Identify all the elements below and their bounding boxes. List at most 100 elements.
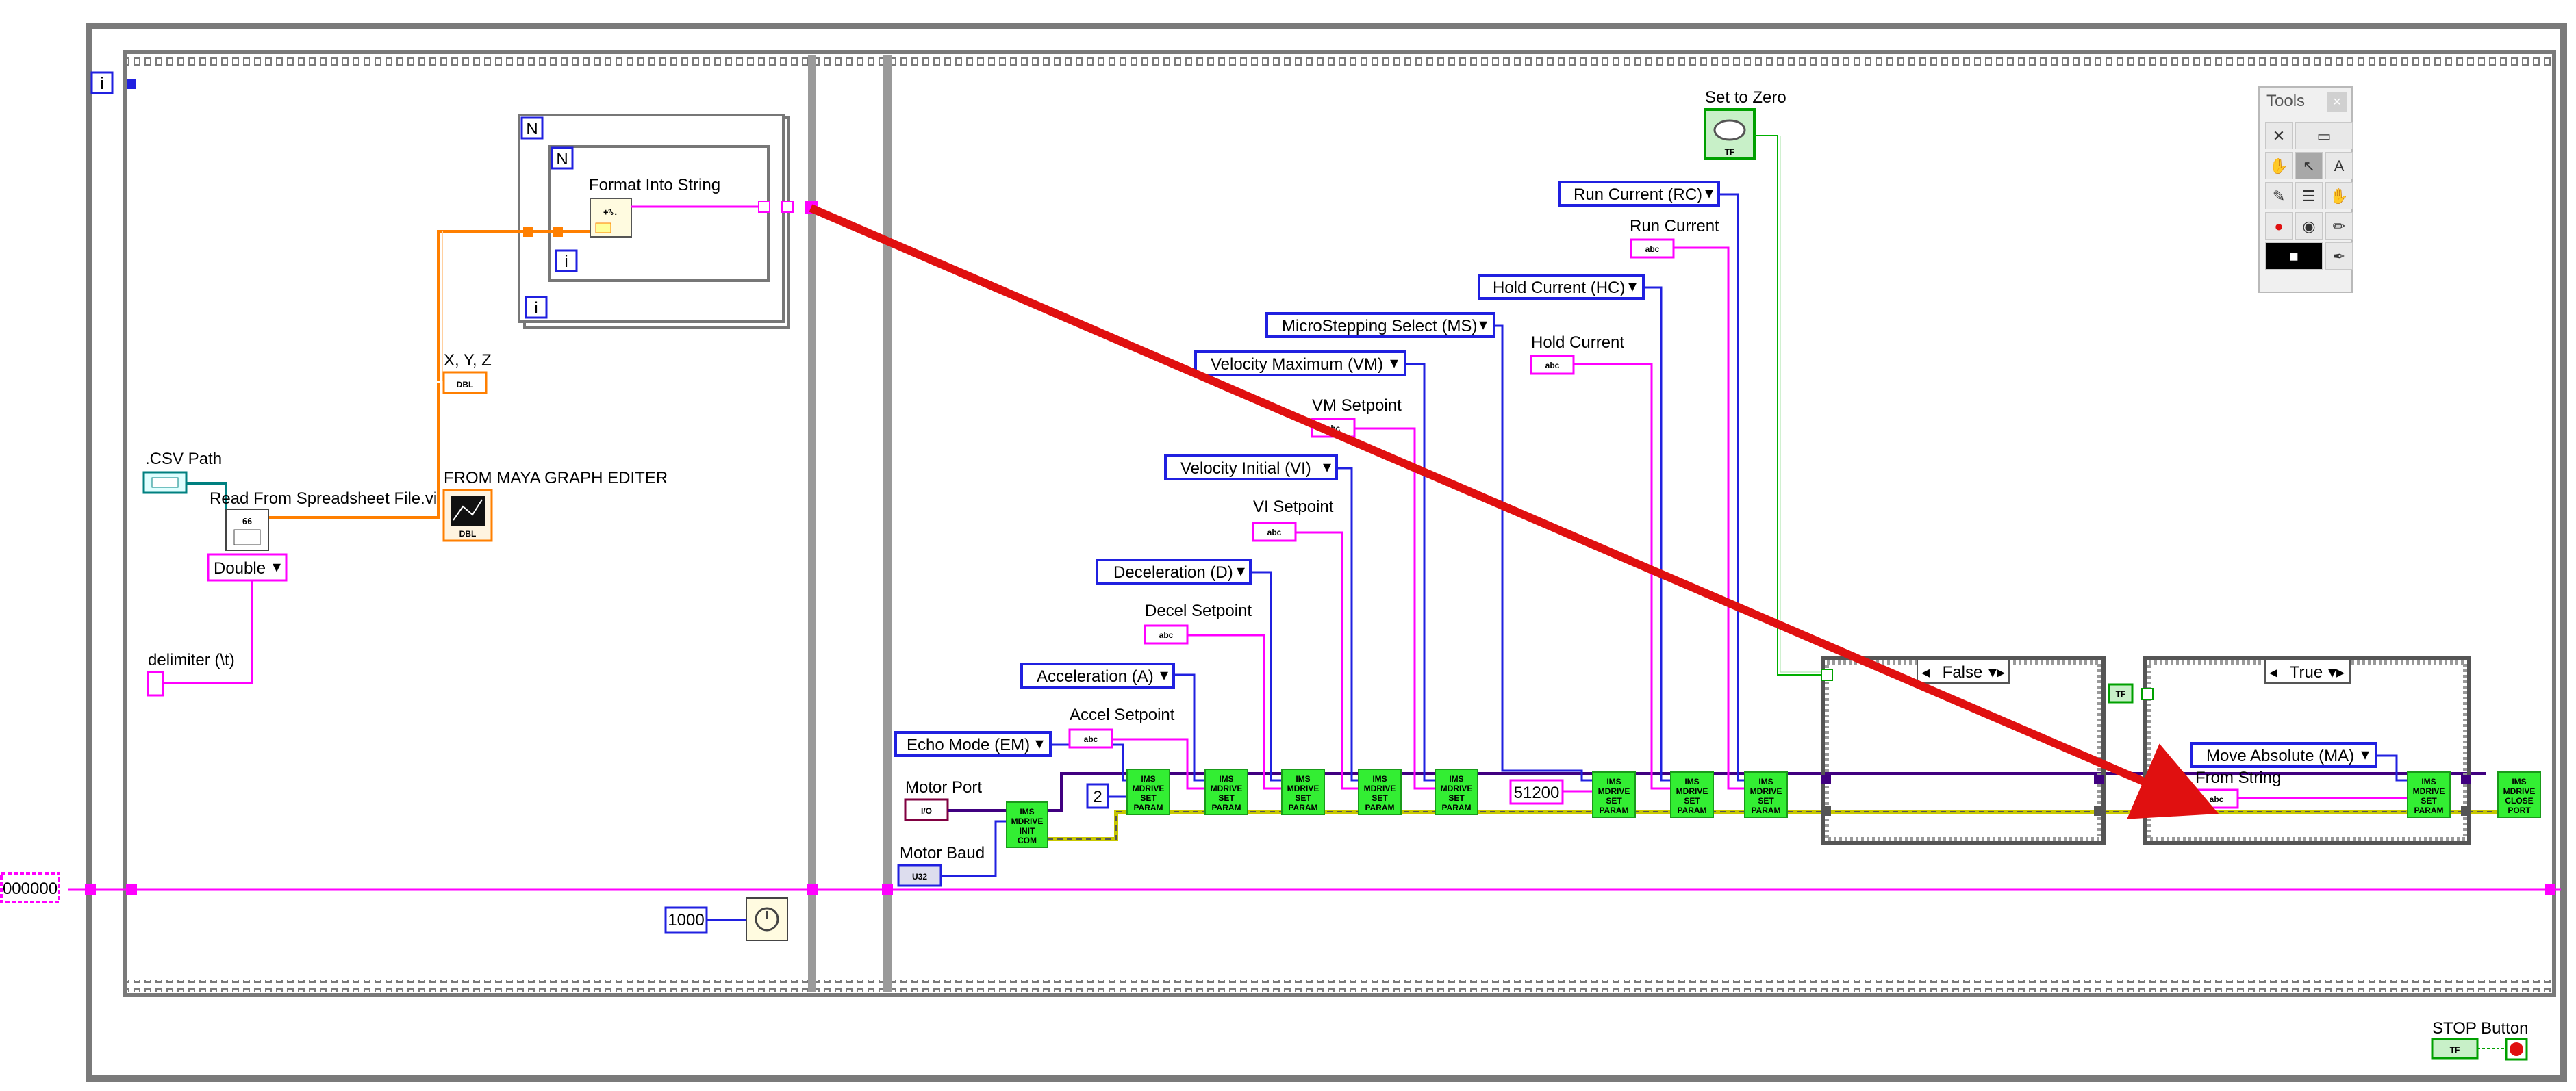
wait-ms-node[interactable] <box>746 897 788 941</box>
svg-text:abc: abc <box>1267 528 1282 537</box>
svg-text:Velocity Initial (VI): Velocity Initial (VI) <box>1180 459 1311 478</box>
dropper-icon[interactable]: ✏ <box>2325 212 2353 240</box>
tools-palette[interactable]: Tools × ✕ ▭ ✋ ↖ A ✎ ☰ ✋ ● ◉ ✏ ■ ✒ <box>2258 86 2353 293</box>
stop-button[interactable]: TF <box>2431 1038 2479 1060</box>
xyz-label: X, Y, Z <box>444 351 492 370</box>
svg-text:SET: SET <box>1218 793 1235 803</box>
svg-text:SET: SET <box>1684 796 1700 806</box>
const-51200[interactable]: 51200 <box>1509 779 1564 805</box>
auto-tool-icon[interactable]: ▭ <box>2295 122 2353 149</box>
stop-icon[interactable]: ● <box>2265 212 2293 240</box>
svg-text:SET: SET <box>1758 796 1774 806</box>
velocity-initial-enum[interactable]: Velocity Initial (VI) ▾ <box>1164 454 1338 480</box>
svg-text:MDRIVE: MDRIVE <box>2413 786 2445 796</box>
tools-title: Tools <box>2266 92 2306 110</box>
svg-text:2: 2 <box>1093 788 1102 806</box>
echo-mode-enum[interactable]: Echo Mode (EM) ▾ <box>894 731 1052 757</box>
mdrive-init-com-subvi[interactable]: IMS MDRIVE INIT COM <box>1006 801 1048 848</box>
svg-text:MDRIVE: MDRIVE <box>1750 786 1782 796</box>
hold-current-enum[interactable]: Hold Current (HC) ▾ <box>1478 274 1645 300</box>
wire-icon[interactable]: ✎ <box>2265 182 2293 209</box>
vm-setpoint-label: VM Setpoint <box>1312 396 1402 415</box>
svg-text:DBL: DBL <box>457 380 474 389</box>
mdrive-set-param-4[interactable]: IMS MDRIVE SET PARAM <box>1358 769 1402 815</box>
mdrive-set-param-2[interactable]: IMS MDRIVE SET PARAM <box>1204 769 1248 815</box>
svg-text:IMS: IMS <box>2421 777 2436 786</box>
case-structure-false[interactable]: ◂ False ▾▸ <box>1821 656 2106 845</box>
svg-text:▾: ▾ <box>1479 316 1487 334</box>
text-icon[interactable]: A <box>2325 152 2353 179</box>
accel-setpoint-control[interactable]: abc <box>1068 728 1113 749</box>
mdrive-set-param-1[interactable]: IMS MDRIVE SET PARAM <box>1126 769 1170 815</box>
pointer-icon[interactable]: ↖ <box>2295 152 2323 179</box>
decel-setpoint-control[interactable]: abc <box>1144 624 1189 645</box>
svg-text:MDRIVE: MDRIVE <box>1676 786 1708 796</box>
svg-text:False: False <box>1943 663 1983 682</box>
svg-text:MDRIVE: MDRIVE <box>2503 786 2536 796</box>
delimiter-control[interactable] <box>147 671 164 697</box>
mdrive-set-param-7[interactable]: IMS MDRIVE SET PARAM <box>1670 771 1714 818</box>
mdrive-set-param-3[interactable]: IMS MDRIVE SET PARAM <box>1281 769 1325 815</box>
csv-path-control[interactable] <box>142 471 188 494</box>
brush-icon[interactable]: ✒ <box>2325 242 2353 270</box>
motor-port-control[interactable]: I/O <box>904 798 949 821</box>
velocity-maximum-enum[interactable]: Velocity Maximum (VM) ▾ <box>1194 350 1406 376</box>
mdrive-set-param-9[interactable]: IMS MDRIVE SET PARAM <box>2407 771 2451 818</box>
format-into-string-node[interactable]: +%. <box>590 198 632 238</box>
const-2[interactable]: 2 <box>1086 783 1109 809</box>
wait-ms-constant[interactable]: 1000 <box>664 906 708 934</box>
svg-text:000000: 000000 <box>3 880 58 898</box>
tools-close-button[interactable]: × <box>2327 92 2347 112</box>
deceleration-enum[interactable]: Deceleration (D) ▾ <box>1096 559 1252 585</box>
probe-icon[interactable]: ◉ <box>2295 212 2323 240</box>
color-swatch-icon[interactable]: ■ <box>2265 242 2323 270</box>
svg-text:IMS: IMS <box>1296 774 1310 784</box>
read-spreadsheet-node[interactable]: 66 <box>225 509 269 551</box>
mdrive-close-port-subvi[interactable]: IMS MDRIVE CLOSE PORT <box>2497 771 2541 818</box>
svg-text:PORT: PORT <box>2508 806 2531 815</box>
mdrive-set-param-5[interactable]: IMS MDRIVE SET PARAM <box>1435 769 1478 815</box>
svg-text:1000: 1000 <box>668 911 704 929</box>
motor-port-label: Motor Port <box>905 778 982 797</box>
loop-iteration-terminal: i <box>90 71 136 94</box>
svg-text:PARAM: PARAM <box>1211 803 1241 812</box>
svg-text:Echo Mode (EM): Echo Mode (EM) <box>907 736 1030 754</box>
while-loop[interactable] <box>86 23 2567 1082</box>
svg-text:abc: abc <box>1159 630 1174 640</box>
mdrive-set-param-8[interactable]: IMS MDRIVE SET PARAM <box>1744 771 1788 818</box>
svg-text:SET: SET <box>2421 796 2437 806</box>
move-absolute-enum[interactable]: Move Absolute (MA) ▾ <box>2190 742 2377 768</box>
svg-text:51200: 51200 <box>1514 784 1560 802</box>
for-loop-inner[interactable]: N i <box>548 145 770 282</box>
hand-icon[interactable]: ✋ <box>2265 152 2293 179</box>
svg-text:PARAM: PARAM <box>1441 803 1471 812</box>
mdrive-set-param-6[interactable]: IMS MDRIVE SET PARAM <box>1592 771 1636 818</box>
vi-setpoint-label: VI Setpoint <box>1253 498 1334 516</box>
scroll-icon[interactable]: ✋ <box>2325 182 2353 209</box>
from-string-indicator[interactable]: abc <box>2194 788 2239 809</box>
svg-text:i: i <box>564 253 568 271</box>
svg-text:INIT: INIT <box>1020 826 1035 836</box>
run-current-enum[interactable]: Run Current (RC) ▾ <box>1558 181 1720 207</box>
svg-text:Move Absolute (MA): Move Absolute (MA) <box>2206 747 2354 765</box>
run-current-control[interactable]: abc <box>1630 238 1675 259</box>
double-type-selector[interactable]: Double ▾ <box>207 553 288 582</box>
shift-register-constant[interactable]: 000000 <box>0 872 60 903</box>
shortcut-icon[interactable]: ☰ <box>2295 182 2323 209</box>
svg-text:PARAM: PARAM <box>1751 806 1780 815</box>
svg-text:▾: ▾ <box>1160 666 1168 684</box>
set-to-zero-button[interactable]: TF <box>1704 108 1756 160</box>
motor-baud-control[interactable]: U32 <box>897 864 942 887</box>
hold-current-control[interactable]: abc <box>1530 355 1575 375</box>
true-constant[interactable]: TF <box>2108 683 2134 704</box>
flat-sequence[interactable] <box>123 50 2556 997</box>
wrench-icon[interactable]: ✕ <box>2265 122 2293 149</box>
svg-text:Hold Current (HC): Hold Current (HC) <box>1493 279 1625 297</box>
svg-text:SET: SET <box>1295 793 1311 803</box>
svg-text:PARAM: PARAM <box>1133 803 1163 812</box>
vi-setpoint-control[interactable]: abc <box>1252 522 1297 542</box>
svg-text:IMS: IMS <box>1219 774 1233 784</box>
microstepping-enum[interactable]: MicroStepping Select (MS) ▾ <box>1265 312 1495 338</box>
acceleration-enum[interactable]: Acceleration (A) ▾ <box>1020 663 1175 689</box>
